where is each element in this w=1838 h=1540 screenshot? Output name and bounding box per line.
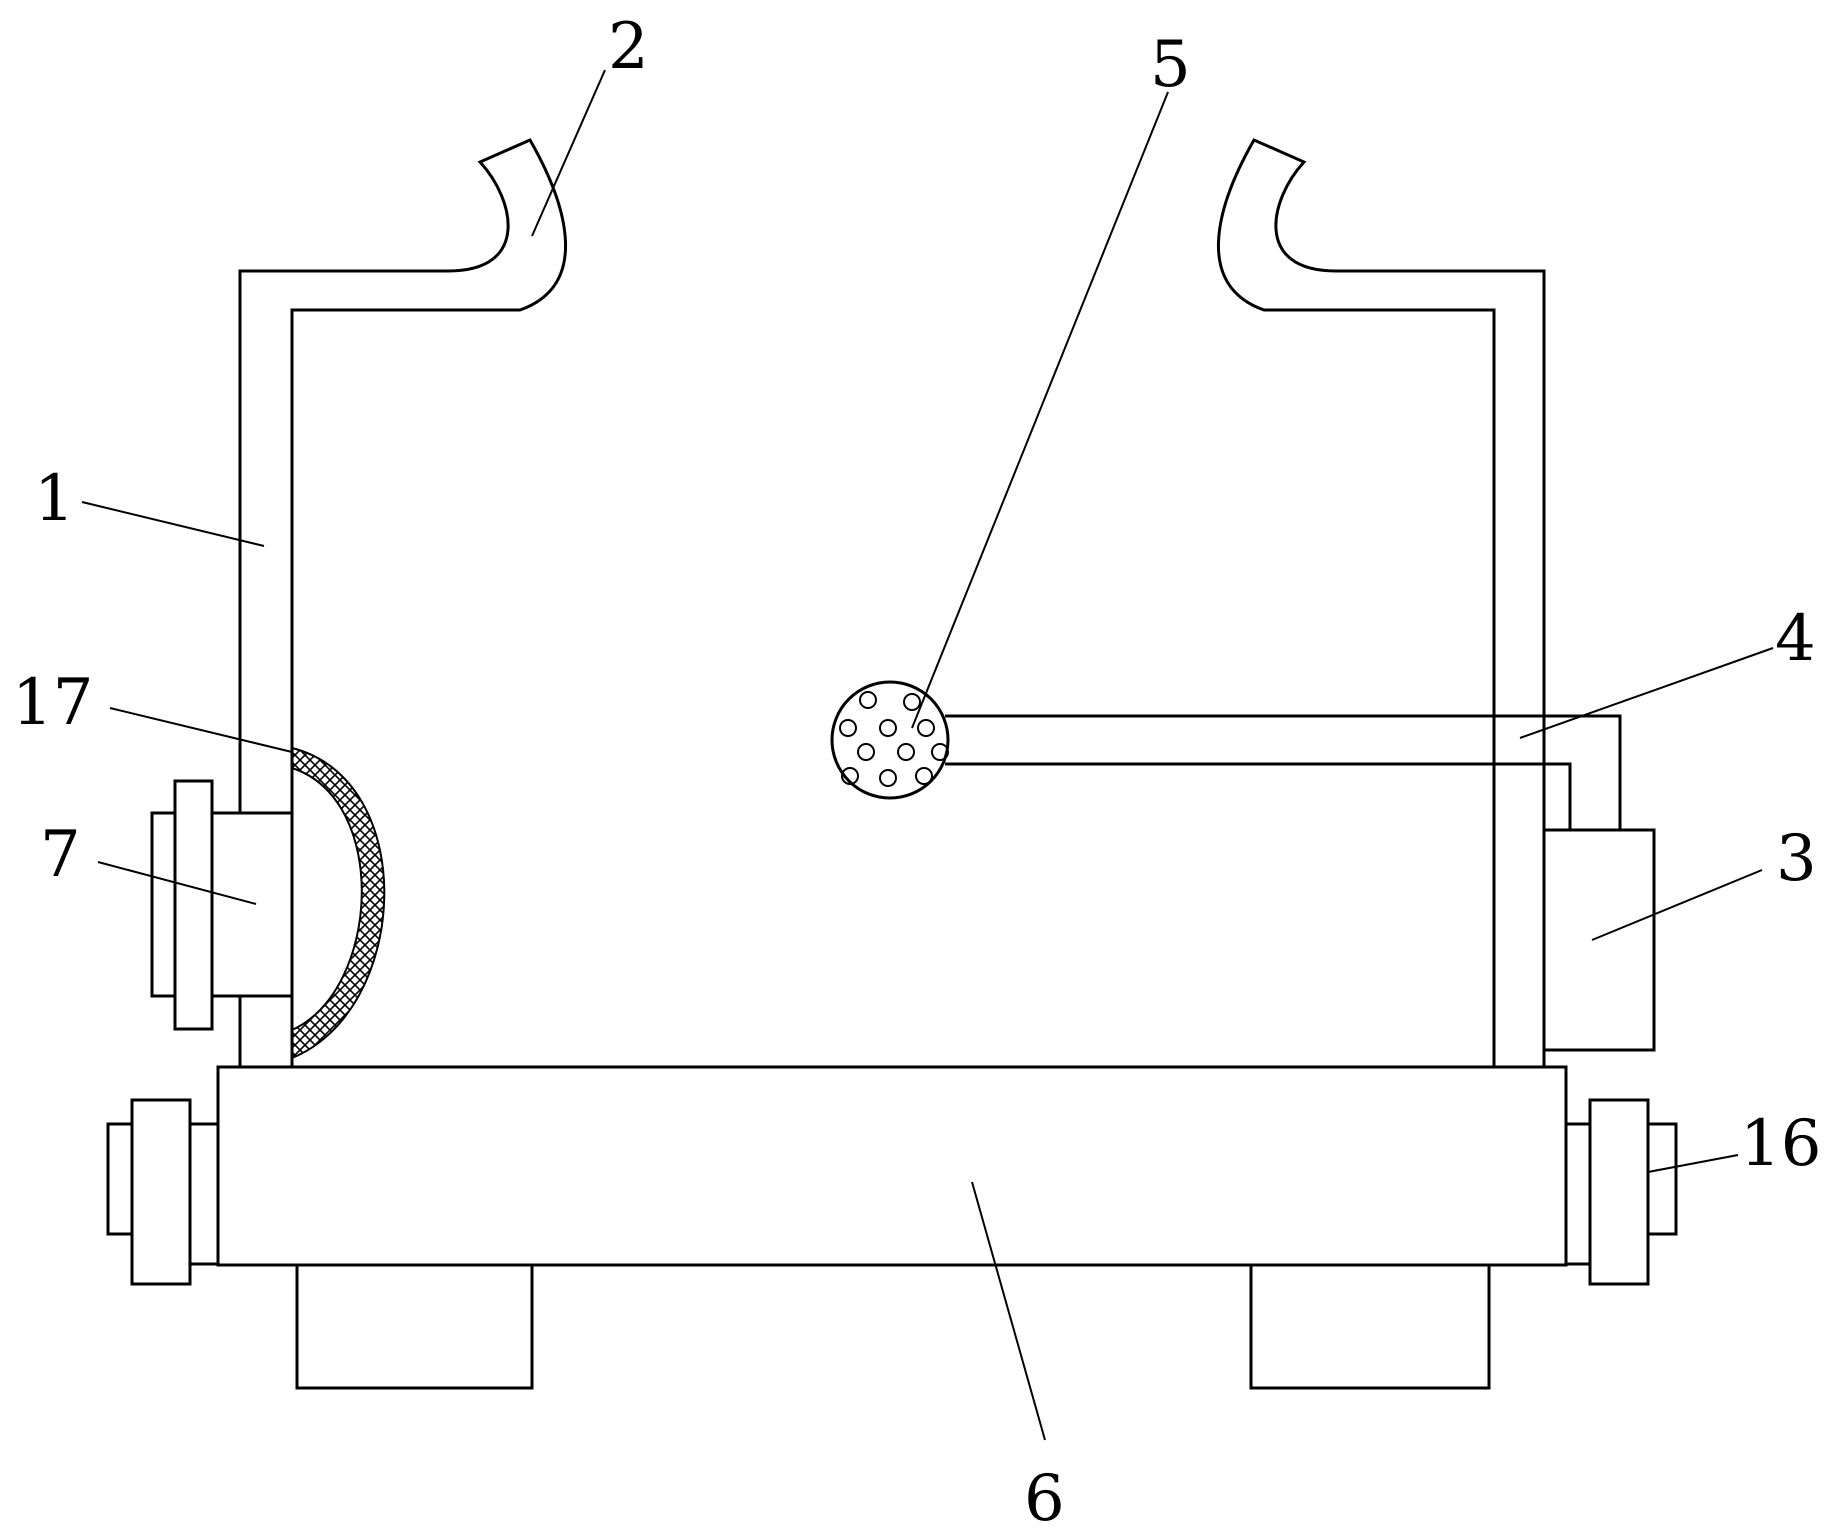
tank-wall-outer — [238, 138, 567, 1067]
filter-mesh-arc — [291, 746, 386, 1060]
foot-right — [1249, 1263, 1491, 1390]
nozzle-body — [210, 811, 294, 998]
callout-16: 16 — [1740, 1107, 1821, 1181]
foot-left — [295, 1263, 534, 1390]
callout-3: 3 — [1776, 822, 1817, 896]
wheel-left-axle — [188, 1122, 220, 1266]
callout-1: 1 — [34, 462, 75, 536]
callout-7: 7 — [40, 818, 81, 892]
nozzle-flange — [173, 779, 214, 1031]
callout-4: 4 — [1775, 602, 1816, 676]
tank-wall-right — [1217, 138, 1546, 1067]
pipe-outer — [945, 714, 1622, 830]
spray-head-holes — [839, 691, 949, 787]
callout-6: 6 — [1024, 1462, 1065, 1536]
wheel-right-axle — [1564, 1122, 1592, 1266]
pipe-inner — [945, 762, 1572, 830]
wheel-right — [1588, 1098, 1650, 1286]
leader-lines — [81, 69, 1774, 1441]
wheel-left-hub — [106, 1122, 134, 1236]
callout-5: 5 — [1150, 28, 1191, 102]
callout-17: 17 — [12, 666, 93, 740]
base-housing — [216, 1065, 1568, 1267]
callout-2: 2 — [608, 10, 649, 84]
wheel-right-hub — [1646, 1122, 1678, 1236]
wheel-left — [130, 1098, 192, 1286]
pump-box — [1542, 828, 1656, 1052]
nozzle-cap — [150, 811, 177, 998]
